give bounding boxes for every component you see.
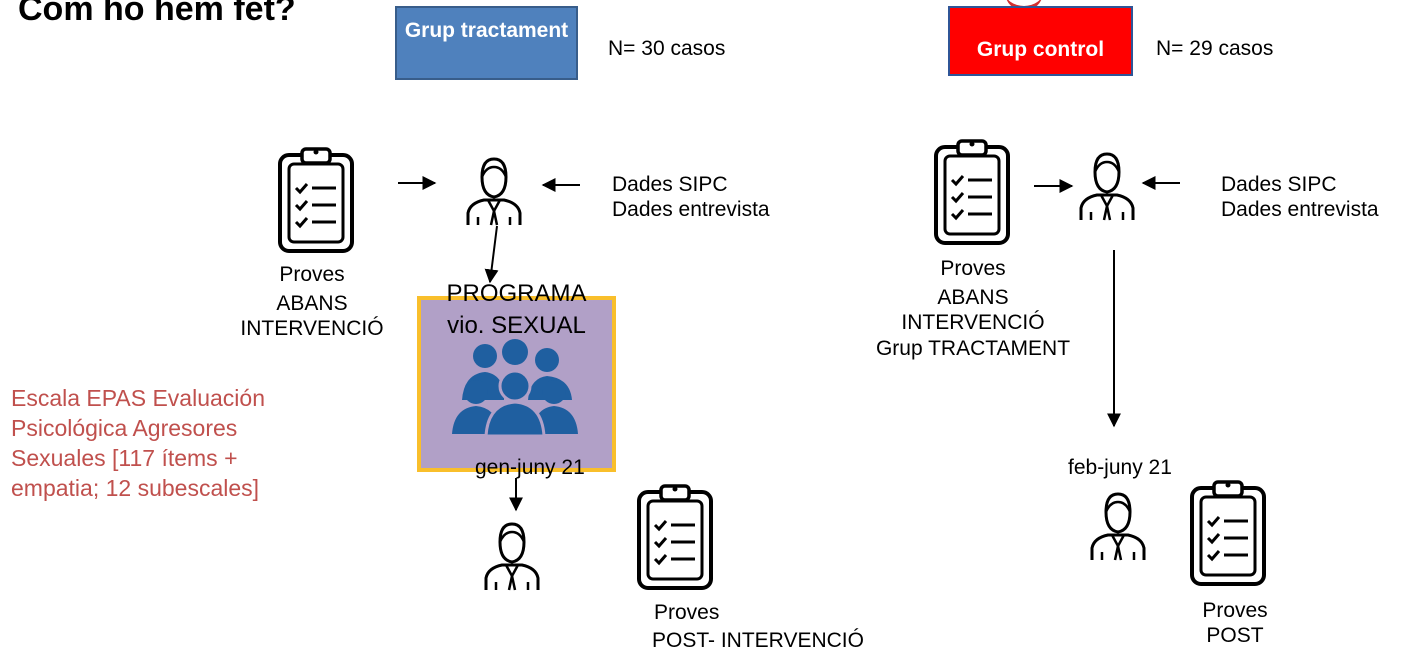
control-pre-tests-line-1: Proves — [940, 257, 1006, 280]
control-post-tests: Proves POST — [1190, 598, 1280, 648]
person-icon — [1088, 490, 1148, 562]
post-tests-line-1: Proves — [654, 601, 720, 624]
control-data-sources: Dades SIPC Dades entrevista — [1221, 172, 1379, 222]
control-n-label: N= 29 casos — [1156, 37, 1274, 60]
pre-tests-line-3: INTERVENCIÓ — [240, 317, 384, 341]
scale-note-line-4: empatia; 12 subescales] — [11, 474, 260, 501]
person-icon — [482, 520, 542, 592]
control-pre-tests: Proves ABANS INTERVENCIÓ Grup TRACTAMENT — [848, 256, 1098, 361]
clipboard-checklist-icon — [276, 145, 356, 255]
pre-tests-line-2: ABANS — [276, 292, 348, 316]
control-data-source-sipc: Dades SIPC — [1221, 173, 1337, 196]
clipboard-checklist-icon — [932, 137, 1012, 247]
person-icon — [1077, 150, 1137, 222]
control-post-tests-line-2: POST — [1206, 624, 1264, 648]
program-label: PROGRAMA vio. SEXUAL — [417, 278, 616, 343]
treatment-n-label: N= 30 casos — [608, 37, 726, 60]
control-data-source-interview: Dades entrevista — [1221, 198, 1379, 222]
treatment-pre-tests: Proves ABANS INTERVENCIÓ — [212, 262, 412, 342]
scale-note: Escala EPAS Evaluación Psicológica Agres… — [11, 384, 265, 504]
person-icon — [464, 155, 524, 227]
control-period: feb-juny 21 — [1068, 456, 1172, 479]
control-pre-tests-line-3: INTERVENCIÓ — [901, 311, 1045, 335]
treatment-period: gen-juny 21 — [475, 456, 585, 479]
treatment-data-sources: Dades SIPC Dades entrevista — [612, 172, 770, 222]
arrow-person-to-program — [484, 225, 499, 284]
treatment-post-tests: Proves POST- INTERVENCIÓ — [652, 600, 864, 653]
scale-note-line-1: Escala EPAS Evaluación — [11, 385, 265, 411]
treatment-group-label: Grup tractament — [404, 19, 569, 42]
control-group-label: Grup control — [976, 38, 1105, 61]
data-source-interview: Dades entrevista — [612, 198, 770, 222]
control-pre-tests-line-2: ABANS — [937, 286, 1009, 310]
program-label-line-2: vio. SEXUAL — [447, 312, 586, 340]
control-pre-tests-line-4: Grup TRACTAMENT — [875, 336, 1071, 360]
control-post-tests-line-1: Proves — [1202, 599, 1268, 622]
treatment-group-box: Grup tractament — [395, 6, 578, 80]
pre-tests-line-1: Proves — [279, 263, 345, 286]
group-of-people-icon — [452, 339, 578, 438]
data-source-sipc: Dades SIPC — [612, 173, 728, 196]
page-title: Com ho hem fet? — [18, 0, 296, 28]
post-tests-line-2: POST- INTERVENCIÓ — [652, 629, 864, 653]
program-label-line-1: PROGRAMA — [446, 280, 587, 307]
scale-note-line-3: Sexuales [117 ítems + — [11, 444, 238, 471]
control-group-box: Grup control — [948, 6, 1133, 76]
clipboard-checklist-icon — [1188, 478, 1268, 588]
scale-note-line-2: Psicológica Agresores — [11, 414, 238, 441]
clipboard-checklist-icon — [635, 482, 715, 592]
